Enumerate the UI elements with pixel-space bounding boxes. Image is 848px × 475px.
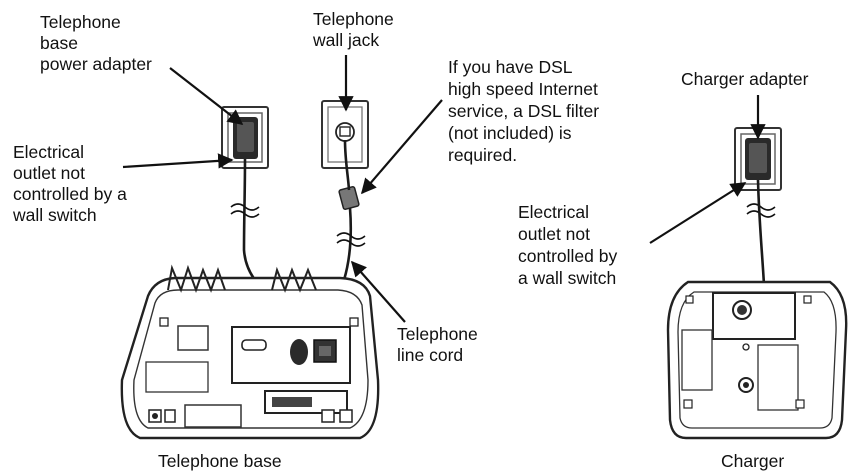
base-power-adapter bbox=[233, 117, 258, 159]
label-line-cord: Telephone line cord bbox=[397, 324, 478, 365]
charger-adapter bbox=[745, 138, 771, 180]
arrow-to-dsl-filter bbox=[360, 99, 443, 195]
label-outlet-left: Electrical outlet not controlled by a wa… bbox=[13, 142, 127, 225]
telephone-base bbox=[120, 264, 380, 440]
label-dsl-note: If you have DSL high speed Internet serv… bbox=[448, 57, 600, 165]
label-charger-adapter: Charger adapter bbox=[681, 69, 809, 89]
label-charger: Charger bbox=[721, 451, 785, 471]
charger bbox=[666, 280, 848, 440]
label-outlet-right: Electrical outlet not controlled by a wa… bbox=[518, 202, 618, 288]
label-telephone-base: Telephone base bbox=[158, 451, 282, 471]
arrow-to-right-outlet bbox=[649, 182, 747, 244]
leader-arrows bbox=[122, 55, 766, 323]
arrow-to-base-adapter bbox=[169, 67, 244, 125]
arrow-to-left-outlet bbox=[122, 153, 234, 169]
label-base-power-adapter: Telephone base power adapter bbox=[40, 12, 152, 74]
label-wall-jack: Telephone wall jack bbox=[313, 9, 394, 50]
dsl-filter bbox=[338, 185, 360, 211]
cord-break-marks bbox=[230, 203, 776, 247]
arrow-to-line-cord bbox=[350, 260, 406, 323]
